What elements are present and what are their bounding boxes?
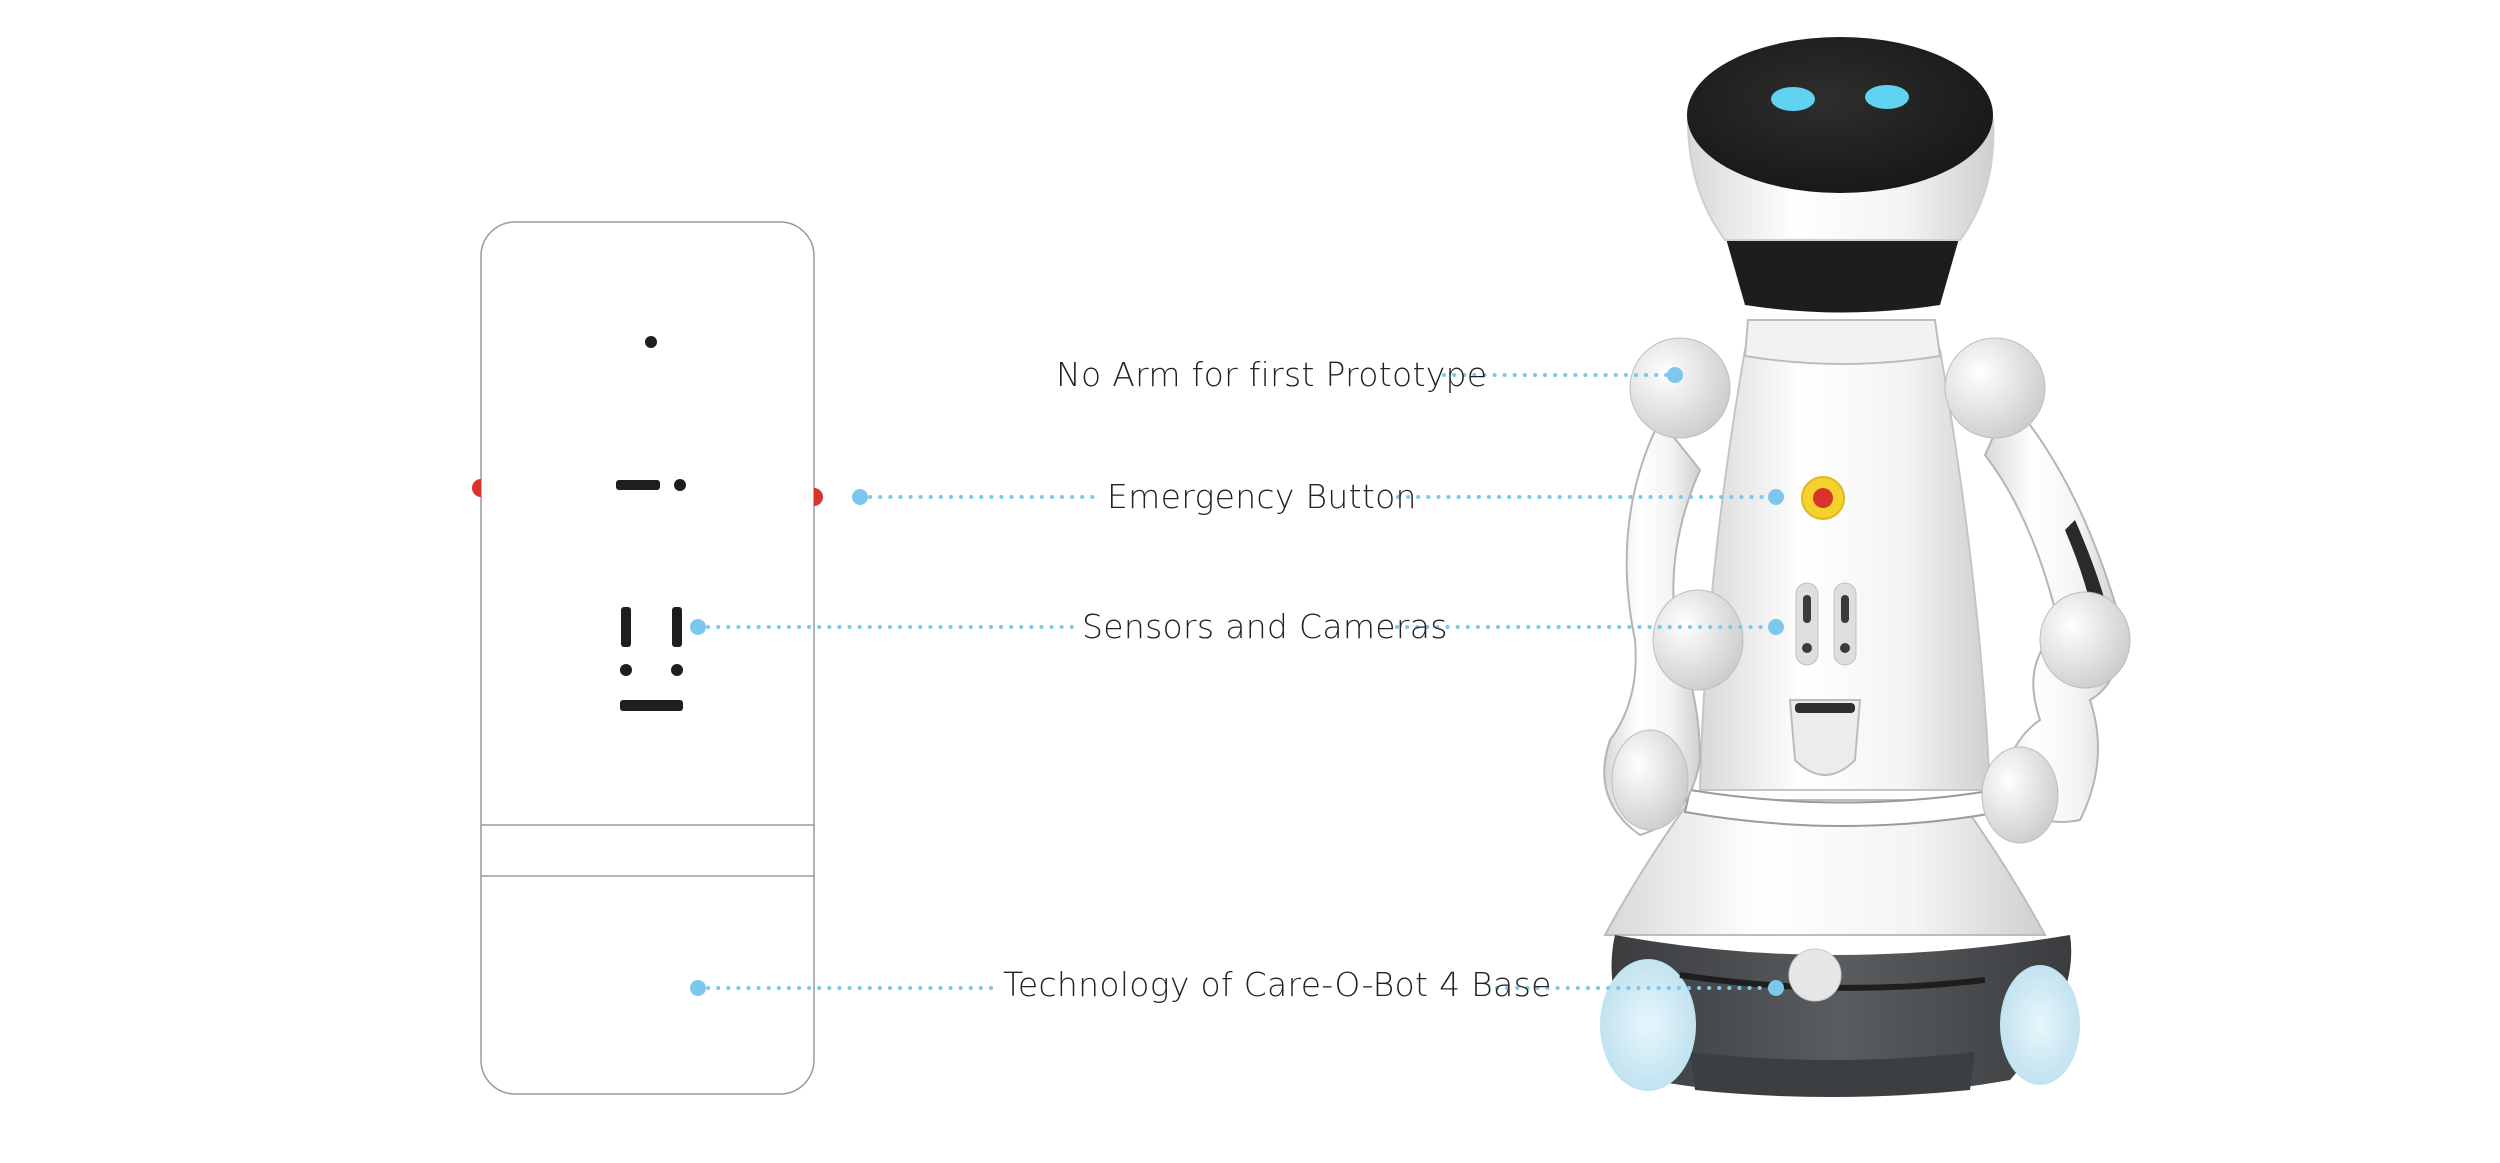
endpoint-sensors-prototype [690, 619, 706, 635]
robot-sensor-bar-left [1803, 595, 1811, 623]
robot-elbow-left [1652, 589, 1744, 691]
robot-sensor-bar-right [1841, 595, 1849, 623]
leader-endpoints [690, 367, 1784, 996]
robot-elbow-right [2039, 591, 2131, 689]
robot-sensor-dot-right [1840, 643, 1850, 653]
prototype-sketch [472, 221, 823, 1095]
robot-head-face [1687, 37, 1993, 193]
prototype-sensor-dot-left [620, 664, 632, 676]
robot-sensor-window-left [1795, 582, 1819, 666]
endpoint-sensors-robot [1768, 619, 1784, 635]
robot-sensor-dot-left [1802, 643, 1812, 653]
care-o-bot-robot [1600, 37, 2131, 1097]
prototype-sensor-dot-right [671, 664, 683, 676]
prototype-top-dot [645, 336, 657, 348]
prototype-mouth-bar [620, 700, 683, 711]
robot-wheel-right [2000, 965, 2080, 1085]
robot-shoulder-right [1944, 337, 2046, 439]
robot-hand-left [1611, 729, 1689, 831]
prototype-emergency-dash [616, 480, 660, 490]
callout-base-technology: Technology of Care-O-Bot 4 Base [1003, 965, 1552, 1004]
endpoint-base-robot [1768, 980, 1784, 996]
robot-shoulder-left [1629, 337, 1731, 439]
endpoint-emergency-prototype [852, 489, 868, 505]
robot-base-front-panel [1690, 1052, 1975, 1097]
robot-sensor-window-right [1833, 582, 1857, 666]
robot-hand-right [1981, 746, 2059, 844]
callout-no-arm: No Arm for first Prototype [1056, 355, 1488, 394]
callout-emergency-button: Emergency Button [1107, 477, 1417, 516]
leader-lines [696, 373, 1777, 990]
prototype-red-marker-left [472, 479, 481, 497]
robot-eye-left [1771, 87, 1815, 111]
endpoint-no-arm-robot [1667, 367, 1683, 383]
prototype-outline [480, 221, 815, 1095]
prototype-emergency-dot [674, 479, 686, 491]
robot-lower-sensor-recess [1788, 699, 1862, 776]
callout-sensors-cameras: Sensors and Cameras [1082, 607, 1448, 646]
robot-base-skirt [1603, 799, 2047, 936]
robot-neck-band [1725, 235, 1960, 313]
robot-eye-right [1865, 85, 1909, 109]
robot-emergency-button [1813, 488, 1833, 508]
prototype-red-marker-right [814, 488, 823, 506]
prototype-sensor-bar-right [672, 607, 682, 647]
robot-lower-sensor-slot [1795, 703, 1855, 713]
robot-neck-collar [1743, 319, 1942, 365]
endpoint-base-prototype [690, 980, 706, 996]
endpoint-emergency-robot [1768, 489, 1784, 505]
robot-wheel-left [1600, 959, 1696, 1091]
robot-base-logo-badge [1788, 948, 1842, 1002]
prototype-sensor-bar-left [621, 607, 631, 647]
